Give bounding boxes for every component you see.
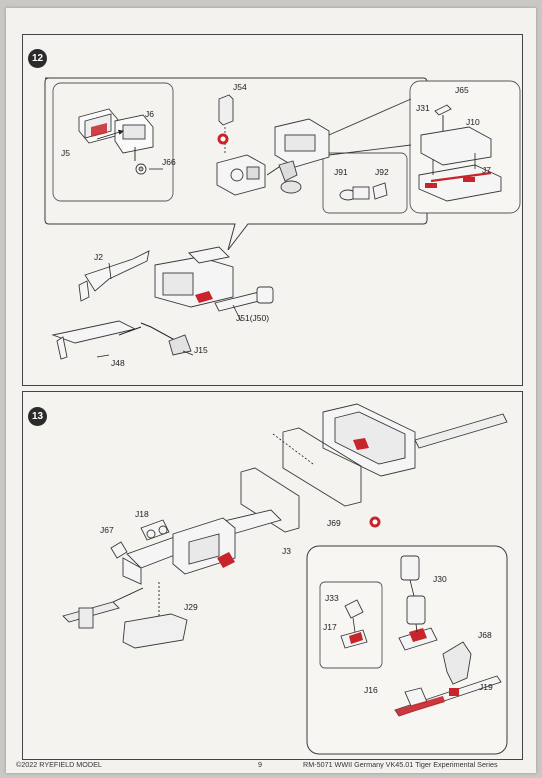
part-label-J18: J18 (135, 509, 149, 519)
step-12-drawing (44, 77, 521, 360)
part-label-J92: J92 (375, 167, 389, 177)
part-label-J31: J31 (416, 103, 430, 113)
step-13-drawing (62, 403, 508, 755)
step-number-badge: 12 (28, 49, 47, 68)
part-label-J54: J54 (233, 82, 247, 92)
part-label-J7: J7 (482, 165, 491, 175)
page-number: 9 (258, 760, 262, 769)
part-label-J69: J69 (327, 518, 341, 528)
step-12-panel: 12 (22, 34, 523, 386)
part-label-J91: J91 (334, 167, 348, 177)
part-label-J17: J17 (323, 622, 337, 632)
part-label-J33: J33 (325, 593, 339, 603)
part-label-J3: J3 (282, 546, 291, 556)
step-13-panel: 13 (22, 391, 523, 760)
part-label-J67: J67 (100, 525, 114, 535)
part-label-J65: J65 (455, 85, 469, 95)
part-label-J2: J2 (94, 252, 103, 262)
product-title: RM-5071 WWII Germany VK45.01 Tiger Exper… (303, 760, 498, 769)
part-label-J6: J6 (145, 109, 154, 119)
part-label-J48: J48 (111, 358, 125, 368)
part-label-J5: J5 (61, 148, 70, 158)
part-label-J29: J29 (184, 602, 198, 612)
part-label-J30: J30 (433, 574, 447, 584)
copyright-text: ©2022 RYEFIELD MODEL (16, 760, 102, 769)
part-label-J51: J51(J50) (236, 313, 270, 323)
instruction-sheet: 12 (6, 8, 536, 773)
part-label-J15: J15 (194, 345, 208, 355)
part-label-J19: J19 (479, 682, 493, 692)
part-label-J16: J16 (364, 685, 378, 695)
part-label-J10: J10 (466, 117, 480, 127)
part-label-J66: J66 (162, 157, 176, 167)
part-label-J68: J68 (478, 630, 492, 640)
step-number-badge: 13 (28, 407, 47, 426)
